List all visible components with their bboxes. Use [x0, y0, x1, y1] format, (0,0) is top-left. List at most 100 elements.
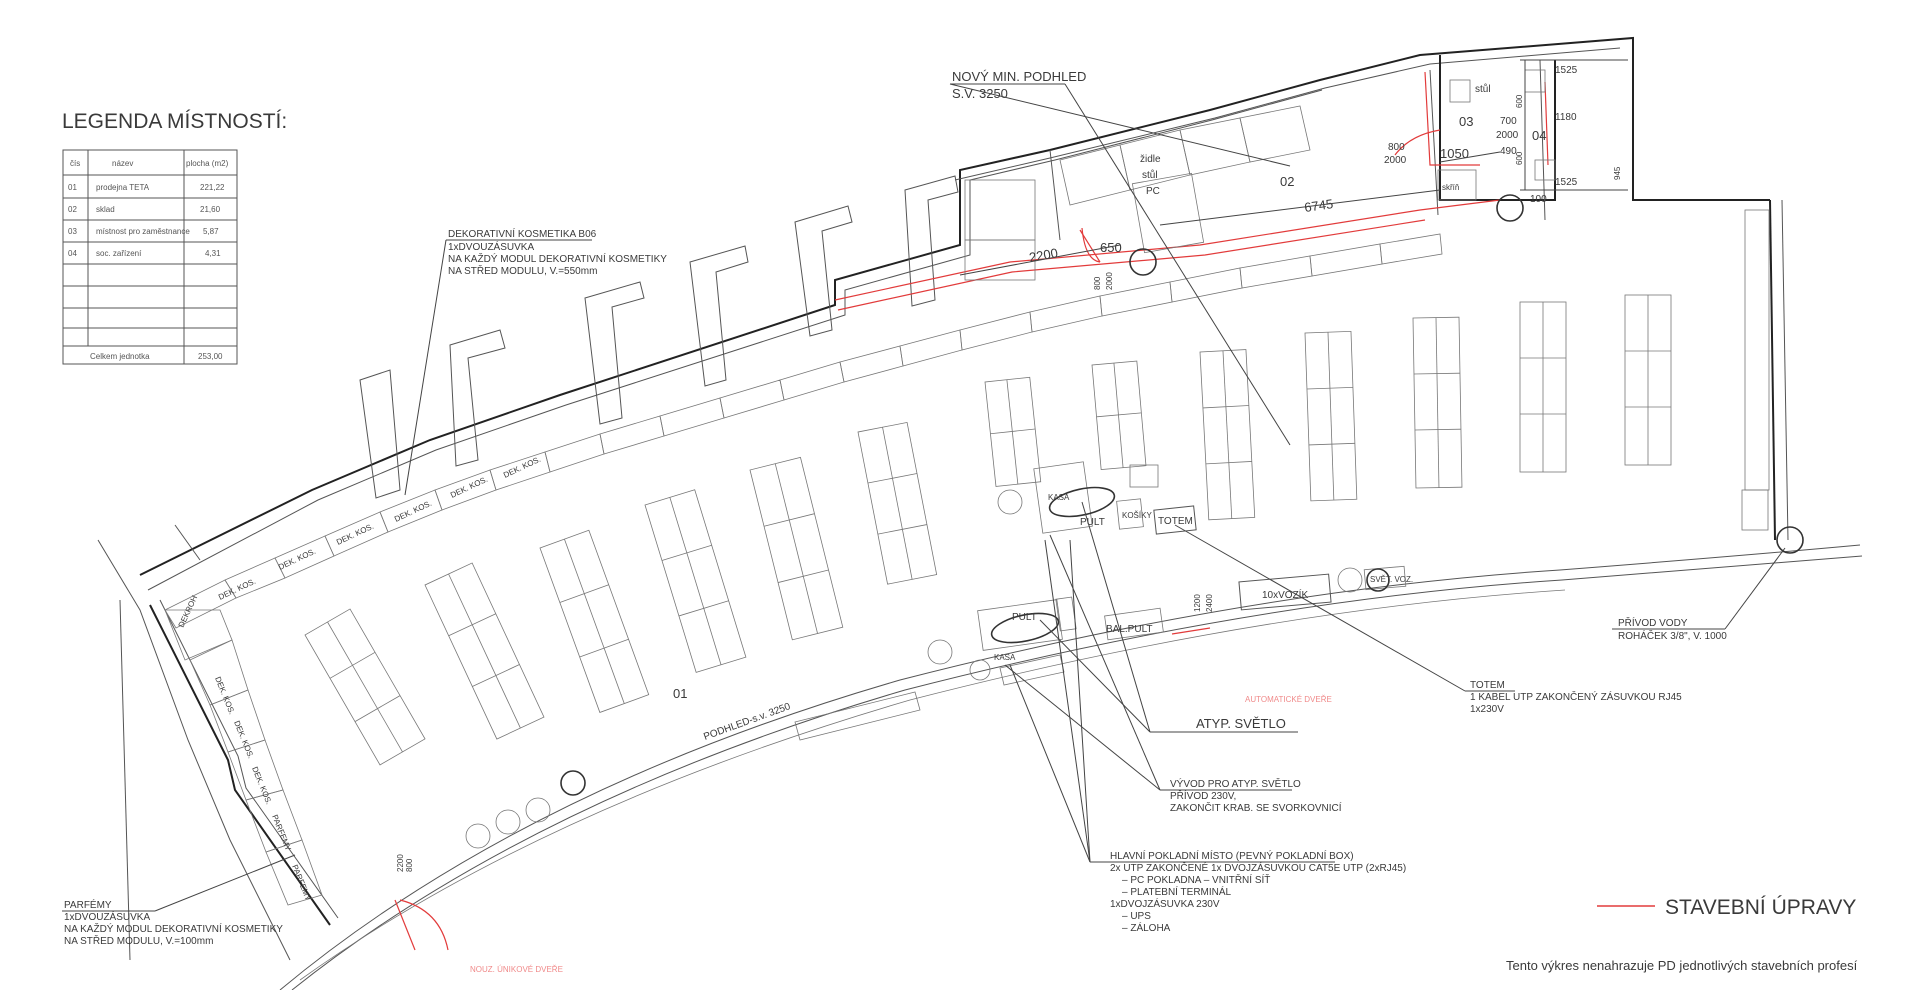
legend-row-num: 03: [68, 227, 77, 236]
annotation-atyp-svetlo: ATYP. SVĚTLO: [1039, 501, 1298, 733]
dimension: 1525: [1555, 177, 1578, 188]
note-line: – PC POKLADNA – VNITŘNÍ SÍŤ: [1122, 873, 1270, 886]
legend-total-label: Celkem jednotka: [90, 352, 150, 361]
annotation-privod-vody: PŘÍVOD VODY ROHÁČEK 3/8", V. 1000: [1612, 547, 1786, 642]
dimension: 800: [1093, 276, 1102, 290]
note-line: 2x UTP ZAKONČENÉ 1x DVOJZÁSUVKOU CAT5E U…: [1110, 861, 1406, 874]
annotation-dekorativni: DEKORATIVNÍ KOSMETIKA B06 1xDVOUZÁSUVKA …: [404, 227, 667, 496]
zidle-label: židle: [1140, 154, 1161, 165]
note-line: 1xDVOUZÁSUVKA: [64, 910, 150, 923]
legend-row-area: 4,31: [205, 249, 221, 258]
note-line: NA KAŽDÝ MODUL DEKORATIVNÍ KOSMETIKY: [448, 252, 667, 265]
bal-pult-label: BAL.PULT: [1106, 624, 1153, 635]
dimension: 1200: [1193, 594, 1202, 612]
pult-label: PULT: [1080, 517, 1105, 528]
kasa-label: KASA: [1048, 493, 1070, 502]
note-line: TOTEM: [1470, 680, 1505, 691]
annotation-parfemy: PARFÉMY 1xDVOUZÁSUVKA NA KAŽDÝ MODUL DEK…: [62, 854, 296, 947]
legend-row-num: 04: [68, 249, 77, 258]
legend-header-area: plocha (m2): [186, 159, 229, 168]
dimension: 2000: [1105, 272, 1114, 290]
dimension: 2200: [1028, 245, 1059, 265]
dimension: 2200: [396, 854, 405, 872]
module-label: DEK. KOS.: [335, 522, 375, 547]
dimension: 1050: [1440, 146, 1469, 161]
pc-label: PC: [1146, 186, 1160, 197]
counters: [977, 69, 1556, 651]
dimension: 800: [1388, 142, 1405, 153]
svet-voz-label: SVĚT. VOZ.: [1370, 575, 1413, 584]
note-line: ROHÁČEK 3/8", V. 1000: [1618, 629, 1727, 642]
skrin-label: skříň: [1442, 183, 1459, 192]
room-legend: LEGENDA MÍSTNOSTÍ: čís název plocha (m2)…: [62, 110, 287, 365]
legend-header-num: čís: [70, 159, 80, 168]
door-swings: [1079, 229, 1101, 263]
note-line: ATYP. SVĚTLO: [1196, 716, 1286, 731]
automatic-door-label: AUTOMATICKÉ DVEŘE: [1245, 695, 1332, 704]
note-line: PŘÍVOD VODY: [1618, 616, 1688, 629]
note-line: VÝVOD PRO ATYP. SVĚTLO: [1170, 777, 1301, 790]
module-label: DEK. KOS.: [502, 455, 542, 480]
construction-legend-key: STAVEBNÍ ÚPRAVY: [1597, 896, 1856, 919]
note-line: S.V. 3250: [952, 86, 1008, 101]
totem-label: TOTEM: [1158, 516, 1193, 527]
legend-row-area: 5,87: [203, 227, 219, 236]
note-line: – PLATEBNÍ TERMINÁL: [1122, 885, 1232, 898]
dimension: 650: [1100, 240, 1122, 255]
construction-changes: [394, 71, 1549, 951]
legend-row-num: 02: [68, 205, 77, 214]
round-fixtures: [465, 194, 1804, 849]
module-label: DEK. KOS.: [277, 547, 317, 572]
module-label: DEK. KOS.: [250, 765, 273, 805]
disclaimer-note: Tento výkres nenahrazuje PD jednotlivých…: [1506, 958, 1858, 973]
annotation-pokladni: HLAVNÍ POKLADNÍ MÍSTO (PEVNÝ POKLADNÍ BO…: [1009, 539, 1406, 934]
note-line: – UPS: [1122, 911, 1151, 922]
note-line: ZAKONČIT KRAB. SE SVORKOVNICÍ: [1170, 801, 1342, 814]
note-line: DEKORATIVNÍ KOSMETIKA B06: [448, 227, 597, 240]
module-label: DEK. KOS.: [232, 719, 255, 759]
room-number-02: 02: [1280, 174, 1294, 189]
room-number-03: 03: [1459, 114, 1473, 129]
note-line: PARFÉMY: [64, 898, 112, 911]
building-walls: [97, 36, 1863, 990]
legend-row-area: 21,60: [200, 205, 221, 214]
module-label: DEKROH: [177, 594, 200, 629]
dimension: 2000: [1496, 130, 1519, 141]
emergency-door-label: NOUZ. ÚNIKOVÉ DVEŘE: [470, 965, 563, 974]
kosiky-label: KOŠÍKY: [1122, 511, 1152, 520]
module-label: DEK. KOS.: [217, 577, 257, 602]
ceiling-label: PODHLED-s.v. 3250: [702, 701, 792, 743]
legend-row-name: soc. zařízení: [96, 249, 142, 258]
stul-label: stůl: [1142, 169, 1158, 181]
dimension: 800: [405, 858, 414, 872]
dimension: 600: [1515, 94, 1524, 108]
facade-fins: [174, 175, 959, 561]
dimension: 700: [1500, 116, 1517, 127]
module-label: DEK. KOS.: [449, 475, 489, 500]
stul-label: stůl: [1475, 83, 1491, 95]
module-label: PARFEMY: [290, 863, 313, 902]
annotation-novy-podhled: NOVÝ MIN. PODHLED S.V. 3250: [949, 69, 1291, 446]
dimension: 600: [1515, 151, 1524, 165]
legend-row-num: 01: [68, 183, 77, 192]
annotation-totem: TOTEM 1 KABEL UTP ZAKONČENÝ ZÁSUVKOU RJ4…: [1174, 524, 1682, 715]
dimension: 945: [1613, 166, 1622, 180]
dimension: 100: [1530, 194, 1547, 205]
note-line: PŘÍVOD 230V,: [1170, 789, 1236, 802]
note-line: 1x230V: [1470, 704, 1504, 715]
kasa-label: KASA: [994, 653, 1016, 662]
dimension: 1525: [1555, 65, 1578, 76]
legend-header-name: název: [112, 159, 133, 168]
pult-label: PULT: [1012, 612, 1037, 623]
note-line: 1 KABEL UTP ZAKONČENÝ ZÁSUVKOU RJ45: [1470, 690, 1682, 703]
note-line: 1xDVOJZÁSUVKA 230V: [1110, 897, 1220, 910]
note-line: NA STŘED MODULU, V.=100mm: [64, 934, 213, 947]
legend-row-area: 221,22: [200, 183, 225, 192]
dimension: 2400: [1205, 594, 1214, 612]
note-line: – ZÁLOHA: [1122, 921, 1171, 934]
room-number-01: 01: [673, 686, 687, 701]
note-line: NA KAŽDÝ MODUL DEKORATIVNÍ KOSMETIKY: [64, 922, 283, 935]
legend-row-name: prodejna TETA: [96, 183, 150, 192]
module-label: DEK. KOS.: [393, 499, 433, 524]
